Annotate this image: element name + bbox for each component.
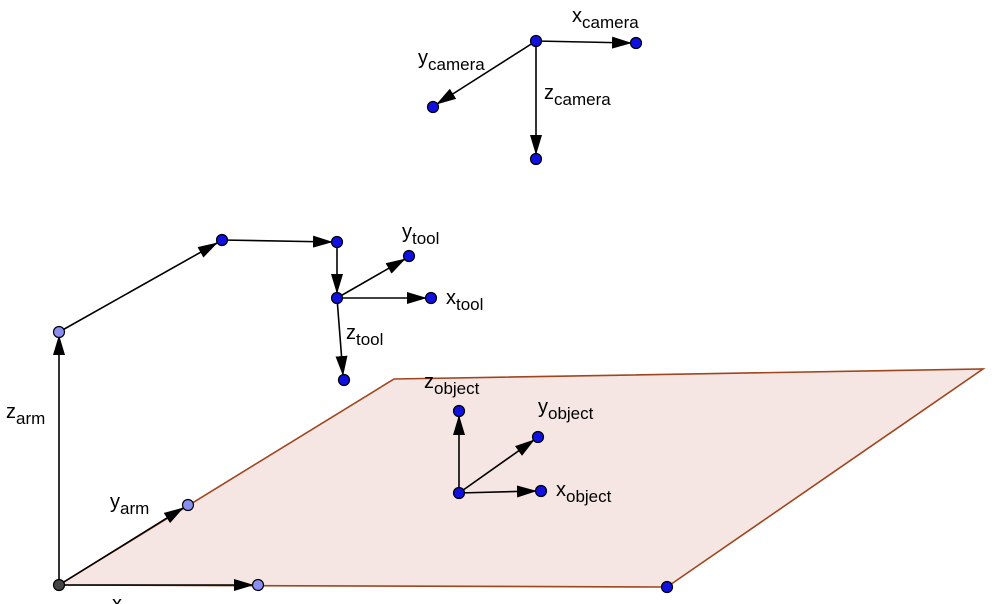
arm-origin-point[interactable]: [52, 578, 66, 592]
object-z-label: zobject: [424, 371, 480, 398]
object-x-axis: [458, 485, 537, 498]
arm-y-label: yarm: [110, 491, 149, 518]
ground-plane: [56, 368, 986, 588]
camera-z-label: zcamera: [544, 82, 611, 109]
object-z-point[interactable]: [452, 404, 466, 418]
object-origin-point[interactable]: [452, 486, 466, 500]
camera-y-point[interactable]: [426, 100, 440, 114]
object-y-label: yobject: [538, 396, 594, 423]
camera-x-label: xcamera: [572, 5, 639, 32]
chain-joint-1-point[interactable]: [215, 233, 229, 247]
tool-y-axis: [336, 258, 406, 299]
tool-origin-point[interactable]: [330, 291, 344, 305]
tool-z-label: ztool: [346, 322, 383, 349]
arm-x-label: xarm: [112, 593, 151, 604]
tool-x-point[interactable]: [424, 291, 438, 305]
tool-y-label: ytool: [402, 221, 439, 248]
camera-z-point[interactable]: [529, 152, 543, 166]
object-x-label: xobject: [556, 479, 612, 506]
chain-link-1: [58, 242, 218, 333]
chain-link-2: [221, 235, 333, 248]
camera-origin-point[interactable]: [529, 34, 543, 48]
object-y-point[interactable]: [531, 430, 545, 444]
object-x-point[interactable]: [534, 484, 548, 498]
object-y-axis: [458, 439, 535, 494]
plane-corner-point[interactable]: [660, 580, 674, 594]
camera-y-label: ycamera: [418, 47, 485, 74]
tool-x-label: xtool: [446, 287, 483, 314]
camera-x-axis: [535, 36, 632, 49]
arm-z-label: zarm: [6, 401, 45, 428]
tool-y-point[interactable]: [402, 249, 416, 263]
camera-x-point[interactable]: [629, 36, 643, 50]
chain-joint-2-point[interactable]: [330, 235, 344, 249]
arm-y-axis: [58, 507, 184, 586]
tool-z-axis: [335, 297, 348, 376]
arm-z-point[interactable]: [52, 325, 66, 339]
tool-z-point[interactable]: [337, 373, 351, 387]
camera-y-axis: [436, 40, 537, 105]
arm-x-point[interactable]: [251, 578, 265, 592]
arm-y-point[interactable]: [181, 498, 195, 512]
